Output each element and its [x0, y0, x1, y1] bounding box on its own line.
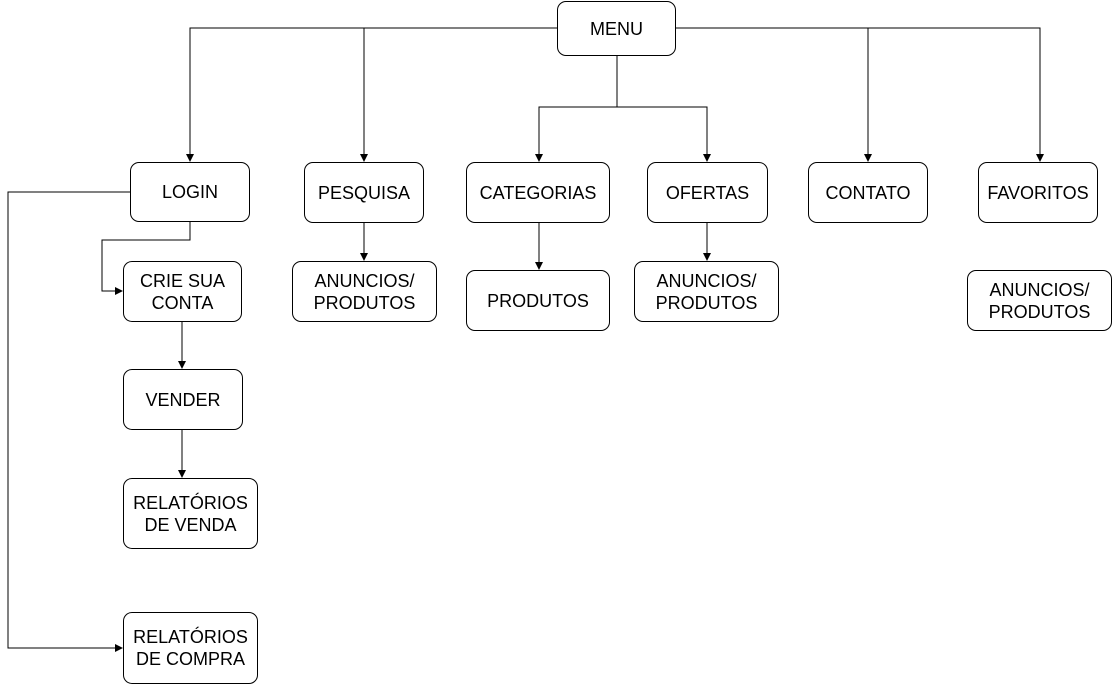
node-favoritos-anuncios-label: ANUNCIOS/ PRODUTOS	[988, 279, 1091, 322]
node-favoritos-label: FAVORITOS	[987, 182, 1089, 203]
node-pesquisa-anuncios-label: ANUNCIOS/ PRODUTOS	[313, 270, 416, 313]
node-categorias-produtos-label: PRODUTOS	[487, 290, 589, 311]
node-categorias-label: CATEGORIAS	[479, 182, 597, 203]
node-ofertas: OFERTAS	[647, 162, 768, 223]
node-categorias: CATEGORIAS	[466, 162, 610, 223]
node-contato-label: CONTATO	[825, 182, 911, 203]
edge-login-crie-conta	[101, 222, 191, 295]
node-relatorios-venda-label: RELATÓRIOS DE VENDA	[133, 492, 248, 535]
edge-menu-favoritos	[868, 27, 1044, 162]
node-menu-label: MENU	[590, 18, 643, 39]
node-ofertas-anuncios-label: ANUNCIOS/ PRODUTOS	[655, 270, 758, 313]
edge-menu-login	[186, 27, 557, 162]
node-pesquisa: PESQUISA	[304, 162, 424, 223]
node-contato: CONTATO	[808, 162, 928, 223]
node-crie-conta-label: CRIE SUA CONTA	[139, 270, 226, 313]
node-vender: VENDER	[123, 369, 243, 430]
node-ofertas-anuncios: ANUNCIOS/ PRODUTOS	[634, 261, 779, 322]
edge-menu-categorias	[535, 106, 617, 162]
node-ofertas-label: OFERTAS	[665, 182, 750, 203]
node-pesquisa-anuncios: ANUNCIOS/ PRODUTOS	[292, 261, 437, 322]
edge-menu-contato	[676, 27, 872, 162]
node-login-label: LOGIN	[161, 182, 218, 202]
node-favoritos-anuncios: ANUNCIOS/ PRODUTOS	[967, 270, 1112, 331]
node-vender-label: VENDER	[145, 389, 221, 410]
node-categorias-produtos: PRODUTOS	[466, 270, 610, 331]
node-relatorios-venda: RELATÓRIOS DE VENDA	[123, 478, 258, 549]
node-relatorios-compra: RELATÓRIOS DE COMPRA	[123, 612, 258, 684]
node-pesquisa-label: PESQUISA	[317, 182, 411, 203]
node-login: LOGIN	[130, 162, 250, 222]
edge-menu-ofertas	[617, 106, 711, 162]
node-menu: MENU	[557, 1, 676, 56]
node-relatorios-compra-label: RELATÓRIOS DE COMPRA	[133, 627, 248, 669]
edge-login-relatorios-compra	[7, 191, 130, 652]
node-crie-conta: CRIE SUA CONTA	[123, 261, 242, 322]
node-favoritos: FAVORITOS	[978, 162, 1098, 223]
